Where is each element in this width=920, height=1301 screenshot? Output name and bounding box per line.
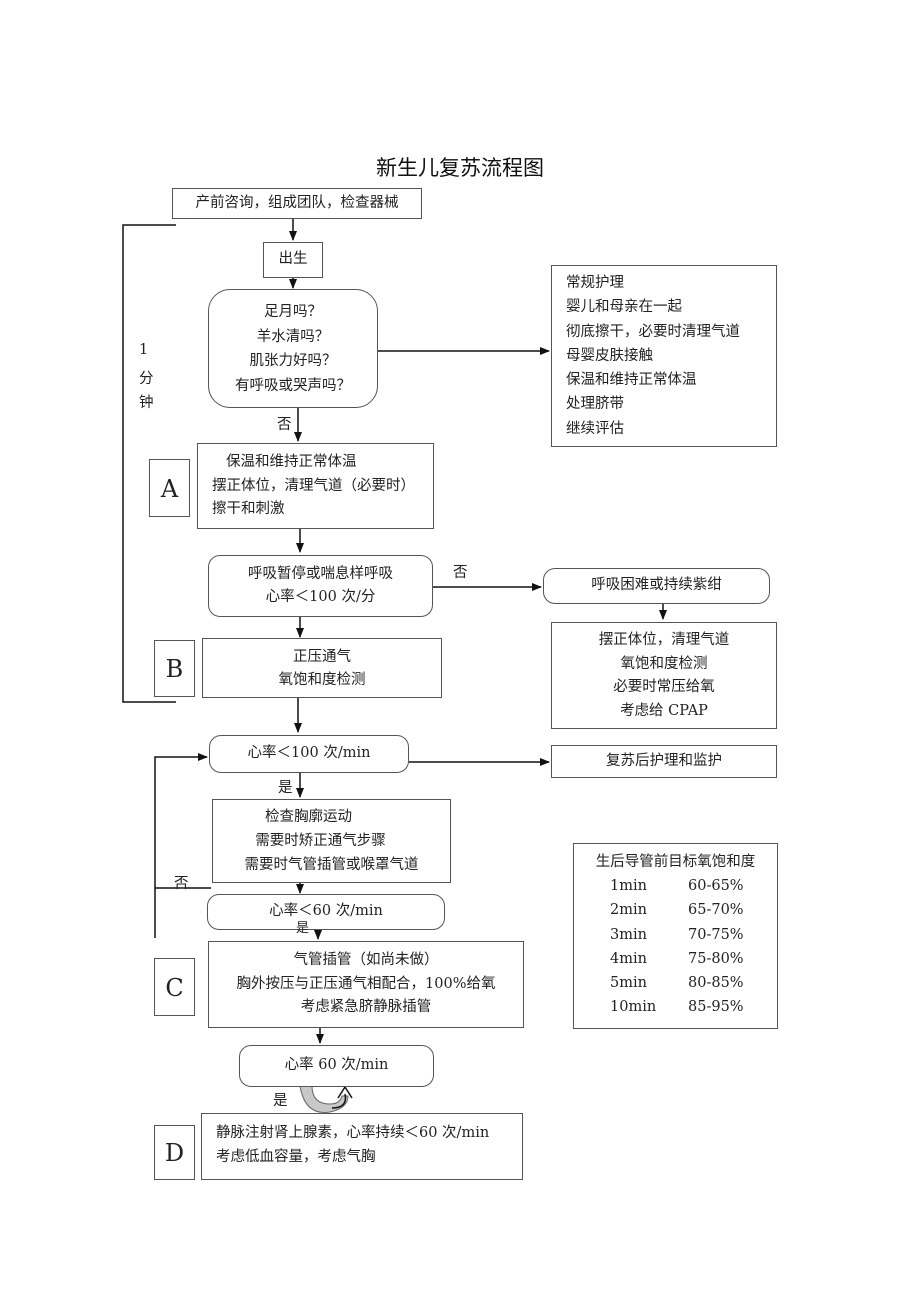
- hr100-text: 心率＜100 次/min: [247, 745, 371, 761]
- birth-text: 出生: [278, 251, 308, 267]
- hr-text: 心率＜100 次/分: [265, 589, 376, 605]
- routine-care-item: 常规护理: [566, 275, 624, 291]
- dyspnea-action: 必要时常压给氧: [613, 679, 715, 695]
- step-d-item: 考虑低血容量，考虑气胸: [216, 1148, 376, 1165]
- assessment-tone: 肌张力好吗？: [249, 353, 337, 369]
- step-a-letter: A: [149, 459, 190, 517]
- step-d-box: 静脉注射肾上腺素，心率持续＜60 次/min 考虑低血容量，考虑气胸: [201, 1113, 523, 1180]
- dyspnea-text: 呼吸困难或持续紫绀: [591, 577, 722, 593]
- time-label-zhong: 钟: [139, 395, 154, 411]
- assessment-fluid: 羊水清吗？: [256, 328, 330, 345]
- apnea-check-box: 呼吸暂停或喘息样呼吸 心率＜100 次/分: [208, 555, 433, 617]
- post-care-text: 复苏后护理和监护: [606, 753, 722, 769]
- hr60b-check-box: 心率 60 次/min: [239, 1045, 434, 1087]
- hr60-check-box: 心率＜60 次/min: [207, 894, 445, 930]
- routine-care-item: 彻底擦干，必要时清理气道: [566, 323, 740, 340]
- step-b-letter: B: [154, 640, 195, 697]
- bracket-one-minute: [122, 224, 176, 703]
- page-title: 新生儿复苏流程图: [376, 156, 544, 180]
- step-b-item: 正压通气: [293, 649, 351, 665]
- apnea-text: 呼吸暂停或喘息样呼吸: [248, 566, 393, 582]
- ventfix-item: 检查胸廓运动: [265, 809, 352, 825]
- spo2-time: 1min: [610, 878, 647, 895]
- routine-care-box: 常规护理 婴儿和母亲在一起 彻底擦干，必要时清理气道 母婴皮肤接触 保温和维持正…: [551, 265, 777, 447]
- spo2-range: 65-70%: [688, 902, 744, 919]
- spo2-range: 75-80%: [688, 950, 744, 967]
- yes-label: 是: [278, 780, 293, 796]
- step-b-item: 氧饱和度检测: [278, 672, 366, 688]
- spo2-row: 5min 80-85%: [574, 971, 777, 995]
- routine-care-item: 保温和维持正常体温: [566, 372, 697, 389]
- assessment-term: 足月吗？: [264, 304, 322, 320]
- ventfix-item: 需要时气管插管或喉罩气道: [244, 857, 419, 873]
- assessment-breathing: 有呼吸或哭声吗？: [235, 377, 351, 394]
- step-d-letter: D: [154, 1125, 195, 1180]
- dyspnea-actions-box: 摆正体位，清理气道 氧饱和度检测 必要时常压给氧 考虑给 CPAP: [551, 622, 777, 729]
- spo2-time: 5min: [610, 975, 647, 992]
- step-c-item: 胸外按压与正压通气相配合，100%给氧: [236, 975, 496, 992]
- birth-box: 出生: [263, 242, 323, 278]
- spo2-range: 70-75%: [688, 926, 744, 943]
- spo2-row: 10min 85-95%: [574, 995, 777, 1019]
- step-a-item: 摆正体位，清理气道（必要时）: [212, 477, 415, 494]
- step-c-box: 气管插管（如尚未做） 胸外按压与正压通气相配合，100%给氧 考虑紧急脐静脉插管: [208, 941, 524, 1028]
- spo2-time: 3min: [610, 926, 647, 943]
- spo2-table-header: 生后导管前目标氧饱和度: [595, 854, 756, 870]
- spo2-range: 60-65%: [688, 878, 744, 895]
- hr100-check-box: 心率＜100 次/min: [209, 735, 409, 773]
- step-c-letter: C: [154, 958, 195, 1016]
- spo2-time: 10min: [610, 999, 657, 1016]
- step-a-item: 保温和维持正常体温: [226, 454, 357, 470]
- yes-label: 是: [273, 1093, 288, 1109]
- curved-arrow-icon: [299, 1085, 353, 1113]
- yes-label: 是: [296, 921, 310, 936]
- spo2-row: 3min 70-75%: [574, 923, 777, 947]
- routine-care-item: 继续评估: [566, 420, 624, 437]
- no-label: 否: [174, 876, 189, 892]
- ventfix-item: 需要时矫正通气步骤: [255, 833, 386, 849]
- step-b-box: 正压通气 氧饱和度检测: [202, 638, 442, 698]
- dyspnea-action: 氧饱和度检测: [620, 655, 708, 672]
- prenatal-box: 产前咨询，组成团队，检查器械: [172, 188, 422, 219]
- spo2-row: 1min 60-65%: [574, 874, 777, 898]
- no-label: 否: [453, 565, 468, 581]
- loop-back-line: [154, 757, 211, 938]
- hr60-text: 心率＜60 次/min: [269, 903, 383, 919]
- prenatal-text: 产前咨询，组成团队，检查器械: [195, 195, 399, 211]
- spo2-row: 4min 75-80%: [574, 947, 777, 971]
- spo2-range: 80-85%: [688, 975, 744, 992]
- step-a-box: 保温和维持正常体温 摆正体位，清理气道（必要时） 擦干和刺激: [197, 443, 434, 529]
- step-d-item: 静脉注射肾上腺素，心率持续＜60 次/min: [216, 1125, 490, 1141]
- time-label-fen: 分: [139, 371, 154, 387]
- spo2-range: 85-95%: [688, 999, 744, 1016]
- spo2-row: 2min 65-70%: [574, 898, 777, 922]
- spo2-time: 4min: [610, 950, 647, 967]
- assessment-box: 足月吗？ 羊水清吗？ 肌张力好吗？ 有呼吸或哭声吗？: [208, 289, 378, 408]
- spo2-time: 2min: [610, 902, 647, 919]
- dyspnea-action: 摆正体位，清理气道: [598, 632, 730, 648]
- dyspnea-action: 考虑给 CPAP: [620, 702, 708, 719]
- time-label-1: 1: [139, 342, 149, 358]
- routine-care-item: 处理脐带: [566, 396, 624, 413]
- step-c-item: 考虑紧急脐静脉插管: [300, 999, 432, 1015]
- routine-care-item: 母婴皮肤接触: [566, 347, 653, 364]
- no-label: 否: [277, 417, 292, 433]
- dyspnea-box: 呼吸困难或持续紫绀: [543, 568, 770, 604]
- step-c-item: 气管插管（如尚未做）: [293, 952, 439, 968]
- hr60b-text: 心率 60 次/min: [284, 1057, 389, 1073]
- routine-care-item: 婴儿和母亲在一起: [566, 299, 682, 316]
- spo2-table: 生后导管前目标氧饱和度 1min 60-65% 2min 65-70% 3min 70…: [573, 843, 778, 1029]
- post-care-box: 复苏后护理和监护: [551, 745, 777, 778]
- ventilation-fix-box: 检查胸廓运动 需要时矫正通气步骤 需要时气管插管或喉罩气道: [212, 799, 451, 883]
- step-a-item: 擦干和刺激: [212, 501, 285, 517]
